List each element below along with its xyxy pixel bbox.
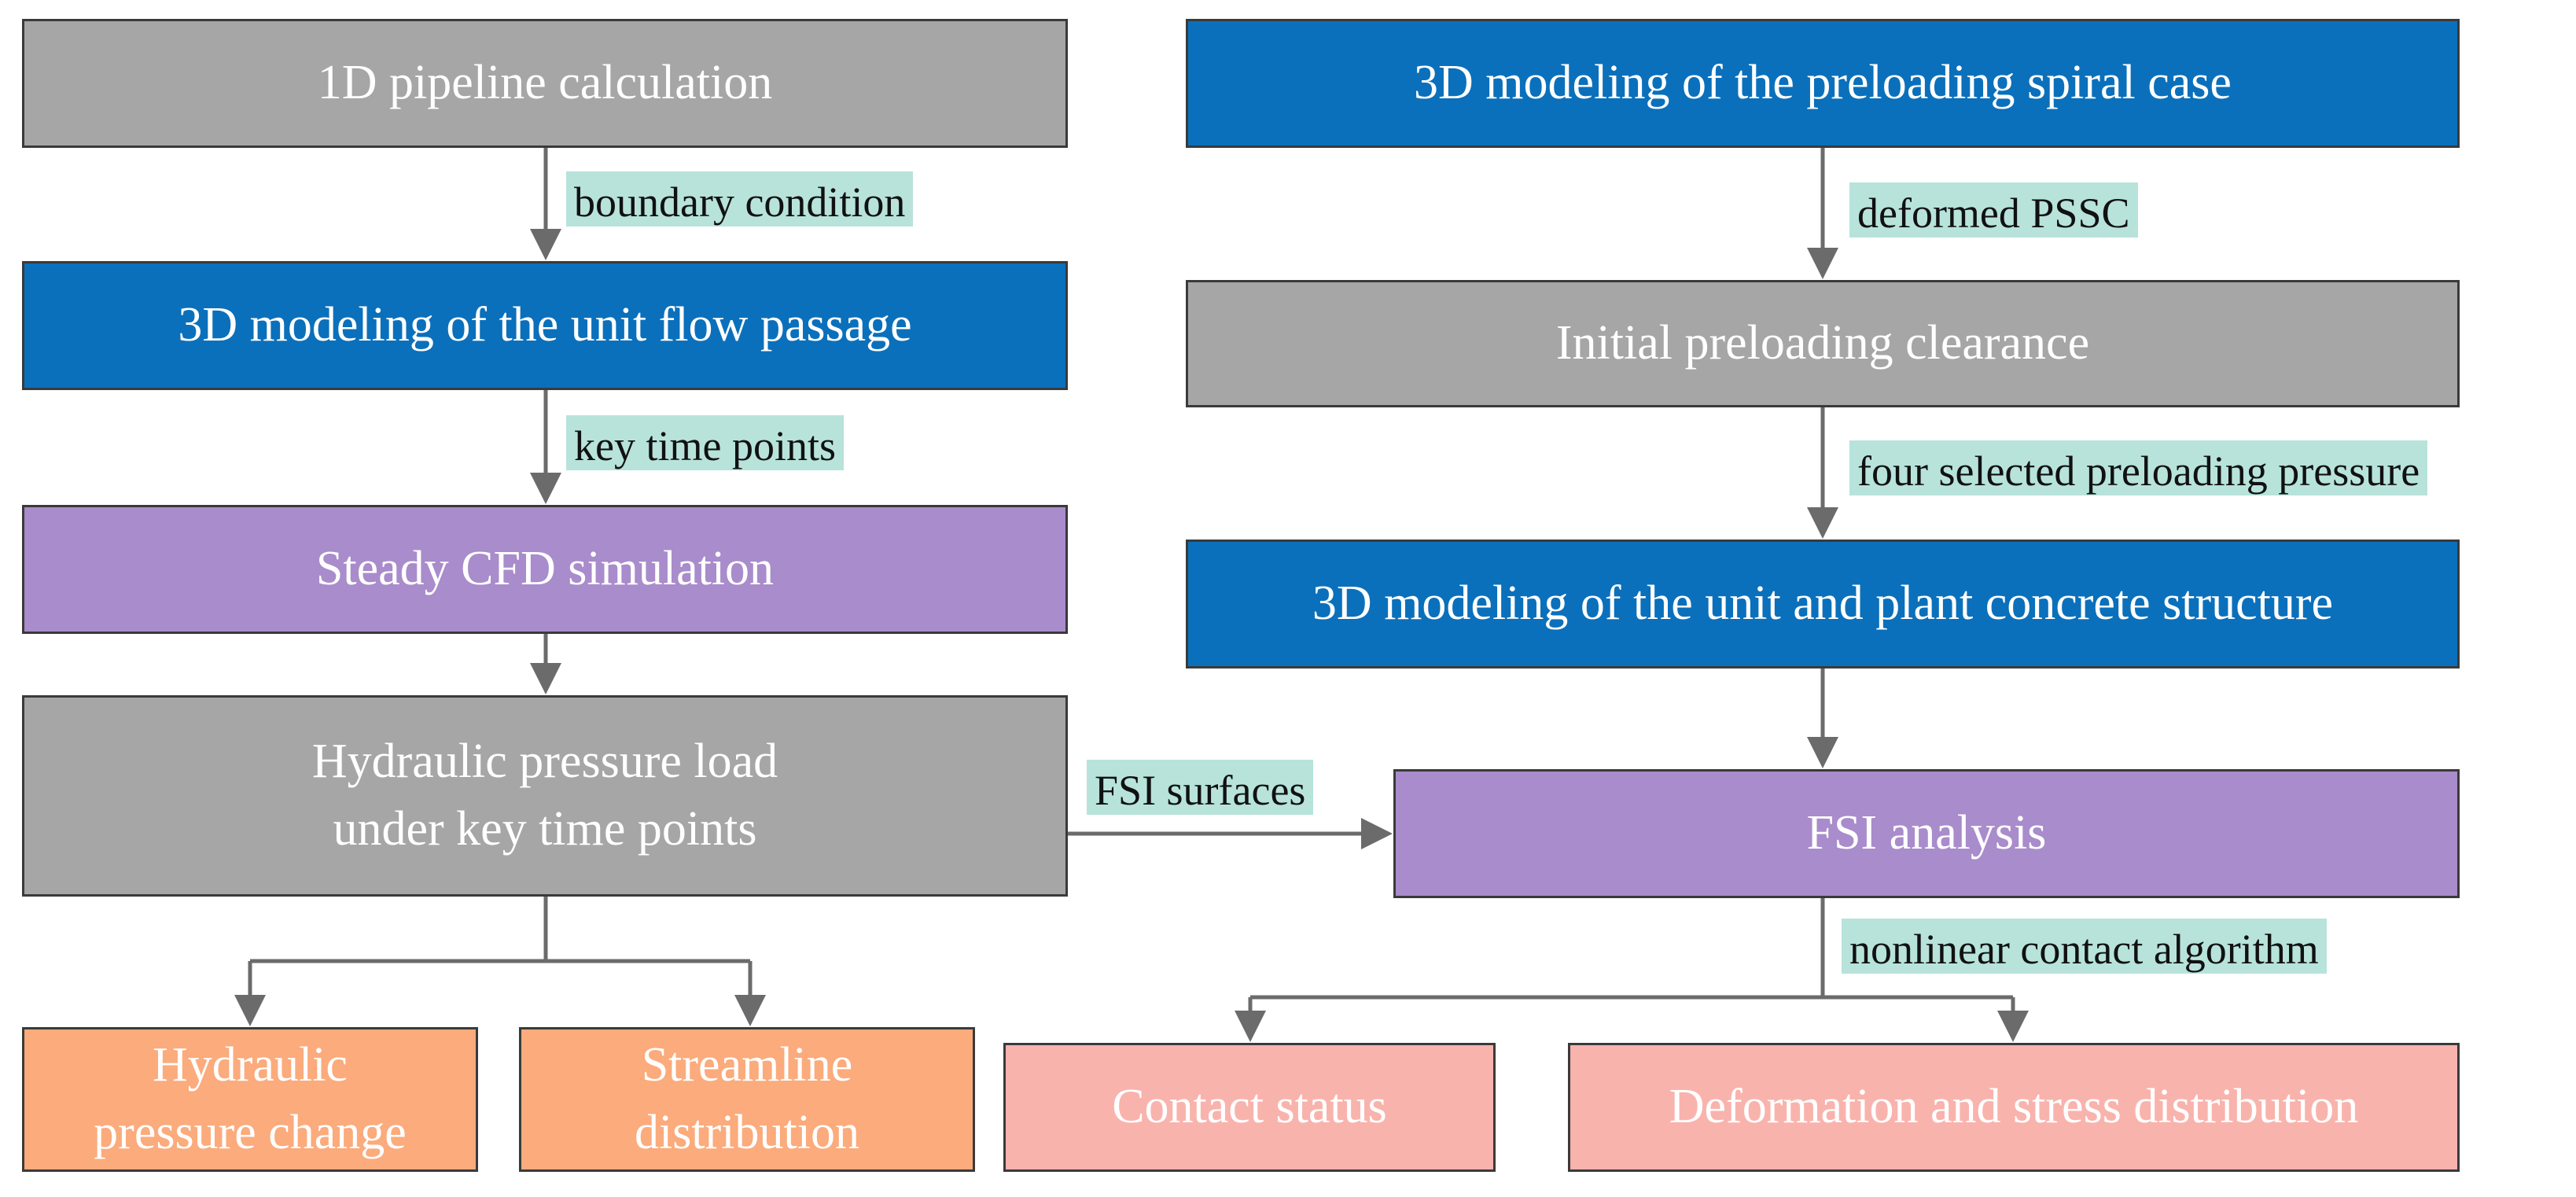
node-steady-cfd: Steady CFD simulation — [22, 505, 1068, 634]
node-streamline-distribution-line-2: distribution — [635, 1106, 859, 1159]
node-deformation-stress-text: Deformation and stress distribution — [1669, 1080, 2359, 1134]
label-fsi-surfaces: FSI surfaces — [1087, 760, 1314, 815]
label-boundary-condition: boundary condition — [566, 171, 914, 227]
node-hydraulic-load-text: Hydraulic pressure load under key time p… — [312, 728, 778, 863]
node-hydraulic-pressure-change: Hydraulic pressure change — [22, 1027, 478, 1172]
node-streamline-distribution-line-1: Streamline — [641, 1038, 853, 1092]
node-unit-flow-passage-text: 3D modeling of the unit flow passage — [178, 298, 912, 352]
label-key-time-points: key time points — [566, 415, 844, 470]
node-deformation-stress: Deformation and stress distribution — [1568, 1043, 2460, 1172]
node-plant-concrete-structure: 3D modeling of the unit and plant concre… — [1186, 540, 2460, 668]
node-hydraulic-load: Hydraulic pressure load under key time p… — [22, 695, 1068, 897]
node-pipeline-calculation-text: 1D pipeline calculation — [317, 56, 773, 110]
node-initial-preloading-clearance: Initial preloading clearance — [1186, 280, 2460, 407]
label-deformed-pssc: deformed PSSC — [1849, 182, 2138, 238]
node-plant-concrete-structure-text: 3D modeling of the unit and plant concre… — [1312, 576, 2334, 631]
node-pipeline-calculation: 1D pipeline calculation — [22, 19, 1068, 148]
node-hydraulic-load-line-2: under key time points — [333, 802, 757, 856]
node-streamline-distribution: Streamline distribution — [519, 1027, 975, 1172]
node-contact-status: Contact status — [1003, 1043, 1496, 1172]
node-unit-flow-passage: 3D modeling of the unit flow passage — [22, 261, 1068, 390]
node-hydraulic-pressure-change-line-1: Hydraulic — [153, 1038, 348, 1092]
node-hydraulic-load-line-1: Hydraulic pressure load — [311, 735, 778, 789]
node-contact-status-text: Contact status — [1112, 1080, 1387, 1134]
node-fsi-analysis: FSI analysis — [1393, 769, 2460, 898]
node-steady-cfd-text: Steady CFD simulation — [315, 542, 775, 596]
label-nonlinear-contact-algorithm: nonlinear contact algorithm — [1842, 919, 2327, 974]
node-preloading-spiral-case: 3D modeling of the preloading spiral cas… — [1186, 19, 2460, 148]
node-hydraulic-pressure-change-text: Hydraulic pressure change — [94, 1032, 407, 1166]
node-preloading-spiral-case-text: 3D modeling of the preloading spiral cas… — [1414, 56, 2232, 110]
node-hydraulic-pressure-change-line-2: pressure change — [94, 1106, 407, 1159]
label-four-selected-preloading-pressure: four selected preloading pressure — [1849, 440, 2428, 495]
node-initial-preloading-clearance-text: Initial preloading clearance — [1555, 316, 2090, 370]
node-streamline-distribution-text: Streamline distribution — [635, 1032, 859, 1166]
node-fsi-analysis-text: FSI analysis — [1806, 806, 2047, 860]
